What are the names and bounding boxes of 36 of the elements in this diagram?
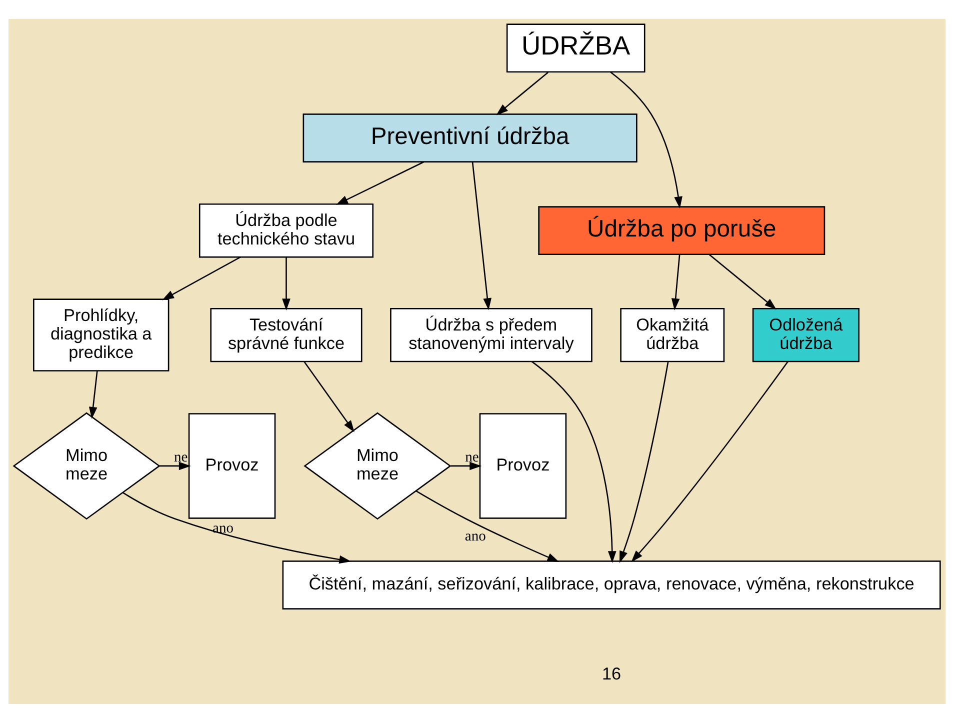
node-box: Odložená údržba: [752, 307, 860, 362]
edge-label: ne: [174, 449, 188, 466]
arrow: [159, 461, 191, 470]
node-box: Provoz: [188, 412, 276, 518]
arrow: [162, 256, 241, 300]
arrow: [336, 160, 424, 204]
arrow: [472, 161, 492, 310]
arrow: [88, 370, 98, 418]
arrow: [450, 461, 482, 470]
arrow: [620, 361, 669, 562]
label: 16: [602, 662, 622, 683]
node-box: ÚDRŽBA: [506, 23, 646, 72]
node-box: Čištění, mazání, seřizování, kalibrace, oprava, renovace, výměna, rekonstrukce: [282, 560, 941, 609]
node-diamond: Mimo meze: [304, 412, 452, 520]
arrow: [282, 256, 290, 310]
node-box: Okamžitá údržba: [620, 307, 725, 362]
edge-label: ano: [212, 520, 234, 536]
node-box: Údržba podle technického stavu: [198, 202, 374, 258]
arrow: [416, 490, 560, 562]
node-box: Provoz: [479, 412, 567, 518]
edge-label: ne: [465, 449, 479, 466]
arrow: [496, 71, 548, 115]
arrow: [122, 492, 352, 564]
node-box: Prohlídky, diagnostika a predikce: [33, 298, 170, 371]
arrow: [304, 360, 354, 432]
node-box: Údržba po poruše: [538, 206, 826, 255]
edge-label: ano: [464, 528, 486, 544]
arrow: [708, 254, 776, 310]
arrow: [671, 254, 680, 310]
arrow: [610, 71, 682, 208]
node-box: Údržba s předem stanovenými intervaly: [390, 307, 592, 362]
arrow: [631, 360, 788, 562]
arrow: [531, 360, 616, 563]
node-box: Preventivní údržba: [302, 113, 638, 162]
node-box: Testování správné funkce: [210, 307, 362, 362]
node-diamond: Mimo meze: [12, 412, 160, 520]
